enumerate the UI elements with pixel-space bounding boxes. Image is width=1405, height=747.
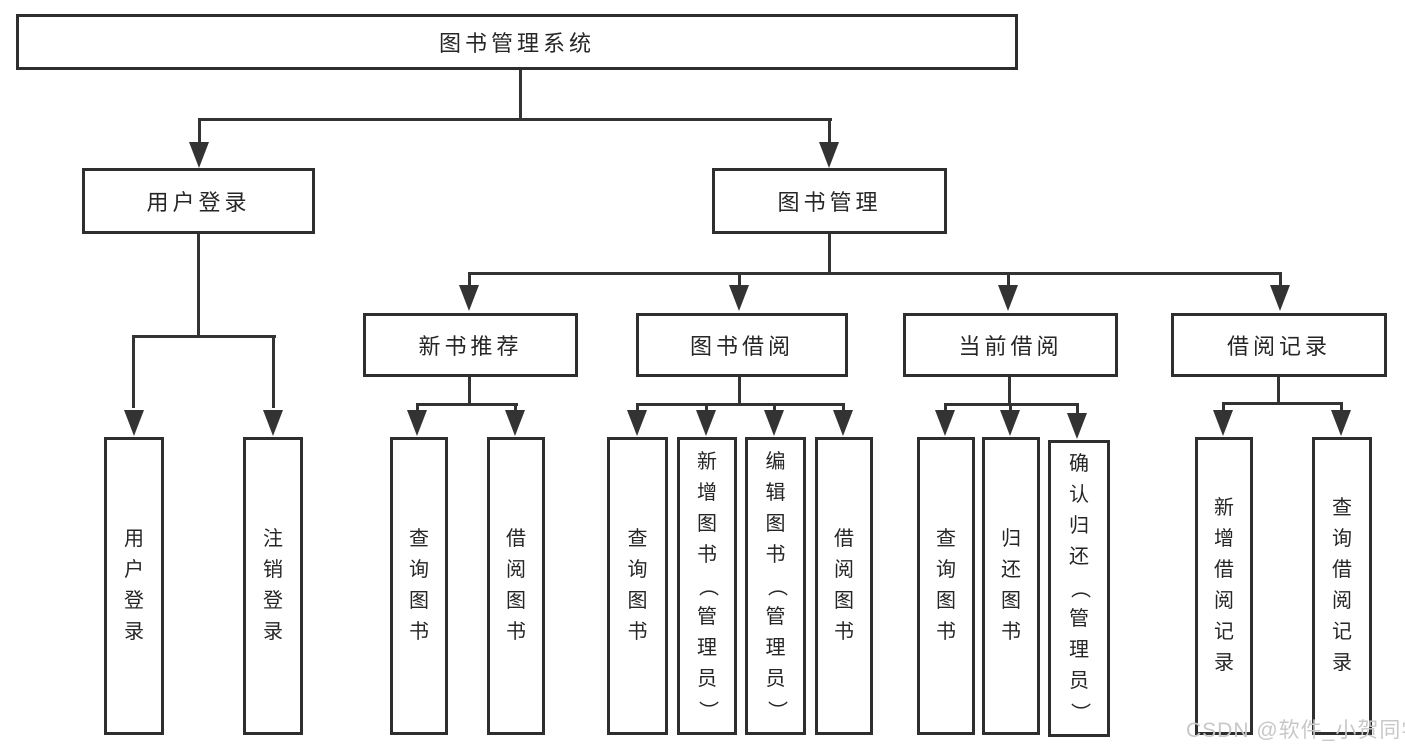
node-box-current-borrow: 当前借阅 bbox=[903, 313, 1118, 377]
connector-records-trunk bbox=[1277, 377, 1280, 405]
leaf-borrow-query-books: 查询图书 bbox=[607, 437, 668, 735]
connector-current-borrow-stem bbox=[1007, 272, 1010, 286]
arrowhead-current-confirm-icon bbox=[1067, 413, 1087, 439]
leaf-logout-login: 注销登录 bbox=[243, 437, 303, 735]
leaf-newrec-borrow-books: 借阅图书 bbox=[487, 437, 545, 735]
connector-borrow-add-stem bbox=[705, 403, 708, 411]
connector-borrow-edit-stem bbox=[773, 403, 776, 411]
node-box-borrow-records: 借阅记录 bbox=[1171, 313, 1387, 377]
node-box-new-book-recommend: 新书推荐 bbox=[363, 313, 578, 377]
arrowhead-borrow-query-icon bbox=[627, 410, 647, 436]
arrowhead-records-query-icon bbox=[1331, 410, 1351, 436]
arrowhead-borrow-borrow-icon bbox=[833, 410, 853, 436]
arrowhead-current-borrow-icon bbox=[998, 285, 1018, 311]
connector-records-query-stem bbox=[1340, 402, 1343, 411]
connector-records-branch bbox=[1222, 402, 1343, 405]
leaf-records-add-record: 新增借阅记录 bbox=[1195, 437, 1253, 735]
node-label-root: 图书管理系统 bbox=[438, 31, 595, 56]
watermark: CSDN @软件_小贺同学 bbox=[1186, 719, 1405, 742]
arrowhead-leaf-user-login-icon bbox=[124, 410, 144, 436]
connector-newrec-branch bbox=[416, 403, 518, 406]
connector-newrec-query-stem bbox=[416, 403, 419, 411]
arrowhead-borrow-add-icon bbox=[696, 410, 716, 436]
connector-root-branch bbox=[198, 118, 832, 121]
connector-current-confirm-stem bbox=[1076, 403, 1079, 413]
connector-current-trunk bbox=[1008, 377, 1011, 406]
leaf-user-login: 用户登录 bbox=[104, 437, 164, 735]
node-box-book-management: 图书管理 bbox=[712, 168, 947, 234]
arrowhead-records-add-icon bbox=[1213, 410, 1233, 436]
leaf-borrow-edit-books-admin: 编辑图书（管理员） bbox=[745, 437, 806, 735]
connector-borrow-branch bbox=[636, 403, 845, 406]
arrowhead-newrec-borrow-icon bbox=[505, 410, 525, 436]
leaf-borrow-add-books-admin: 新增图书（管理员） bbox=[677, 437, 737, 735]
node-label-borrow-records: 借阅记录 bbox=[1226, 334, 1331, 359]
connector-newrec-borrow-stem bbox=[514, 403, 517, 411]
arrowhead-book-borrow-icon bbox=[729, 285, 749, 311]
connector-book-management-stem bbox=[828, 118, 831, 144]
leaf-borrow-borrow-books: 借阅图书 bbox=[815, 437, 873, 735]
leaf-current-return-books: 归还图书 bbox=[982, 437, 1040, 735]
arrowhead-book-management-icon bbox=[819, 142, 839, 168]
node-label-book-borrow: 图书借阅 bbox=[689, 334, 794, 359]
leaf-current-query-books: 查询图书 bbox=[917, 437, 975, 735]
node-label-user-login: 用户登录 bbox=[146, 190, 251, 215]
leaf-records-query-record: 查询借阅记录 bbox=[1312, 437, 1372, 735]
connector-book-management-trunk bbox=[828, 234, 831, 275]
connector-user-login-branch bbox=[132, 335, 276, 338]
connector-user-login-trunk bbox=[197, 234, 200, 338]
arrowhead-current-return-icon bbox=[1000, 410, 1020, 436]
connector-user-login-stem bbox=[198, 118, 201, 144]
node-label-new-book-recommend: 新书推荐 bbox=[418, 334, 523, 359]
connector-leaf-logout-stem bbox=[272, 335, 275, 408]
node-box-root: 图书管理系统 bbox=[16, 14, 1018, 70]
connector-leaf-user-login-stem bbox=[132, 335, 135, 408]
node-label-book-management: 图书管理 bbox=[777, 190, 882, 215]
arrowhead-newrec-query-icon bbox=[407, 410, 427, 436]
arrowhead-new-book-recommend-icon bbox=[459, 285, 479, 311]
connector-current-query-stem bbox=[944, 403, 947, 411]
arrowhead-user-login-icon bbox=[189, 142, 209, 168]
connector-borrow-trunk bbox=[738, 377, 741, 406]
connector-borrow-query-stem bbox=[636, 403, 639, 411]
node-box-book-borrow: 图书借阅 bbox=[636, 313, 848, 377]
arrowhead-current-query-icon bbox=[935, 410, 955, 436]
connector-new-book-recommend-stem bbox=[468, 272, 471, 286]
node-label-current-borrow: 当前借阅 bbox=[958, 334, 1063, 359]
arrowhead-borrow-edit-icon bbox=[764, 410, 784, 436]
leaf-current-confirm-return-admin: 确认归还（管理员） bbox=[1048, 440, 1110, 737]
connector-borrow-records-stem bbox=[1279, 272, 1282, 286]
connector-book-management-branch bbox=[468, 272, 1282, 275]
connector-current-return-stem bbox=[1009, 403, 1012, 411]
arrowhead-leaf-logout-icon bbox=[263, 410, 283, 436]
connector-records-add-stem bbox=[1222, 402, 1225, 411]
connector-newrec-trunk bbox=[468, 377, 471, 406]
arrowhead-borrow-records-icon bbox=[1270, 285, 1290, 311]
connector-book-borrow-stem bbox=[738, 272, 741, 286]
connector-borrow-borrow-stem bbox=[842, 403, 845, 411]
node-box-user-login: 用户登录 bbox=[82, 168, 315, 234]
connector-root-trunk bbox=[519, 70, 522, 118]
leaf-newrec-query-books: 查询图书 bbox=[390, 437, 448, 735]
